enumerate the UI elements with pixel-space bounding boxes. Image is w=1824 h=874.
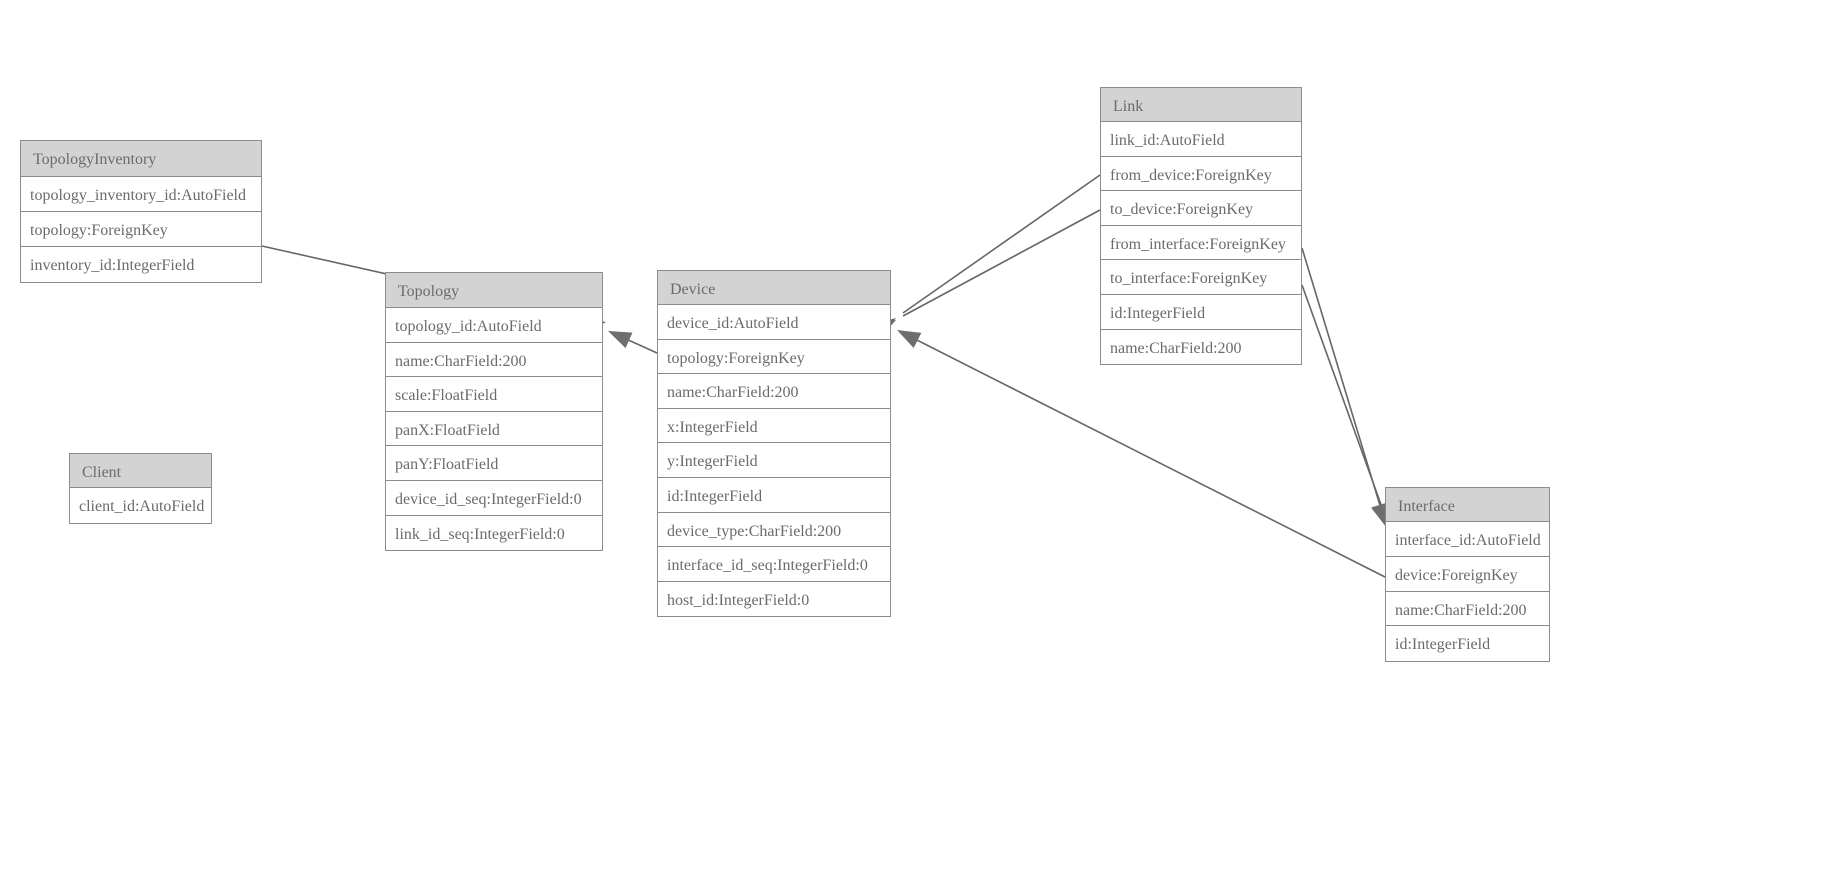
edge-interface-device-arrowhead	[897, 330, 922, 349]
edge-device-topology-arrowhead	[608, 331, 633, 349]
entity-field-row[interactable]: device_type:CharField:200	[658, 512, 890, 548]
edge-device-topology	[614, 333, 658, 354]
entity-field-row[interactable]: topology_inventory_id:AutoField	[21, 177, 261, 212]
entity-field-row[interactable]: topology_id:AutoField	[386, 308, 602, 343]
entity-field-row[interactable]: to_interface:ForeignKey	[1101, 260, 1301, 295]
edge-link-to_interface-interface	[1301, 284, 1389, 525]
entity-field-row[interactable]: device_id_seq:IntegerField:0	[386, 480, 602, 516]
entity-field-row[interactable]: inventory_id:IntegerField	[21, 247, 261, 282]
entity-field-row[interactable]: interface_id:AutoField	[1386, 522, 1549, 557]
edge-link-from_device-device	[902, 174, 1101, 314]
entity-field-row[interactable]: device:ForeignKey	[1386, 556, 1549, 592]
entity-field-row[interactable]: id:IntegerField	[1101, 294, 1301, 330]
entity-field-row[interactable]: panX:FloatField	[386, 411, 602, 447]
edge-link-to_device-device	[902, 209, 1101, 317]
entity-field-row[interactable]: host_id:IntegerField:0	[658, 581, 890, 617]
edge-link-from_interface-interface	[1301, 247, 1386, 523]
entity-field-row[interactable]: client_id:AutoField	[70, 488, 211, 523]
entity-field-row[interactable]: name:CharField:200	[1386, 591, 1549, 627]
entity-title-topology_inventory: TopologyInventory	[21, 141, 261, 177]
entity-title-topology: Topology	[386, 273, 602, 308]
entity-title-link: Link	[1101, 88, 1301, 122]
entity-field-row[interactable]: id:IntegerField	[1386, 626, 1549, 662]
entity-fields-client: client_id:AutoField	[70, 488, 211, 523]
entity-field-row[interactable]: scale:FloatField	[386, 377, 602, 412]
entity-field-row[interactable]: x:IntegerField	[658, 408, 890, 444]
entity-field-row[interactable]: y:IntegerField	[658, 443, 890, 478]
edge-interface-device	[904, 333, 1386, 578]
entity-field-row[interactable]: panY:FloatField	[386, 446, 602, 481]
entity-field-row[interactable]: topology:ForeignKey	[658, 339, 890, 375]
entity-field-row[interactable]: topology:ForeignKey	[21, 212, 261, 247]
entity-field-row[interactable]: from_interface:ForeignKey	[1101, 225, 1301, 261]
entity-field-row[interactable]: name:CharField:200	[1101, 329, 1301, 365]
entity-field-row[interactable]: to_device:ForeignKey	[1101, 191, 1301, 226]
entity-field-row[interactable]: from_device:ForeignKey	[1101, 156, 1301, 192]
entity-field-row[interactable]: link_id:AutoField	[1101, 122, 1301, 157]
entity-title-client: Client	[70, 454, 211, 488]
entity-field-row[interactable]: id:IntegerField	[658, 477, 890, 513]
entity-field-row[interactable]: device_id:AutoField	[658, 305, 890, 340]
entity-field-row[interactable]: name:CharField:200	[386, 342, 602, 378]
entity-field-row[interactable]: name:CharField:200	[658, 374, 890, 409]
entity-field-row[interactable]: link_id_seq:IntegerField:0	[386, 515, 602, 551]
entity-title-interface: Interface	[1386, 488, 1549, 522]
entity-title-device: Device	[658, 271, 890, 305]
entity-field-row[interactable]: interface_id_seq:IntegerField:0	[658, 547, 890, 582]
